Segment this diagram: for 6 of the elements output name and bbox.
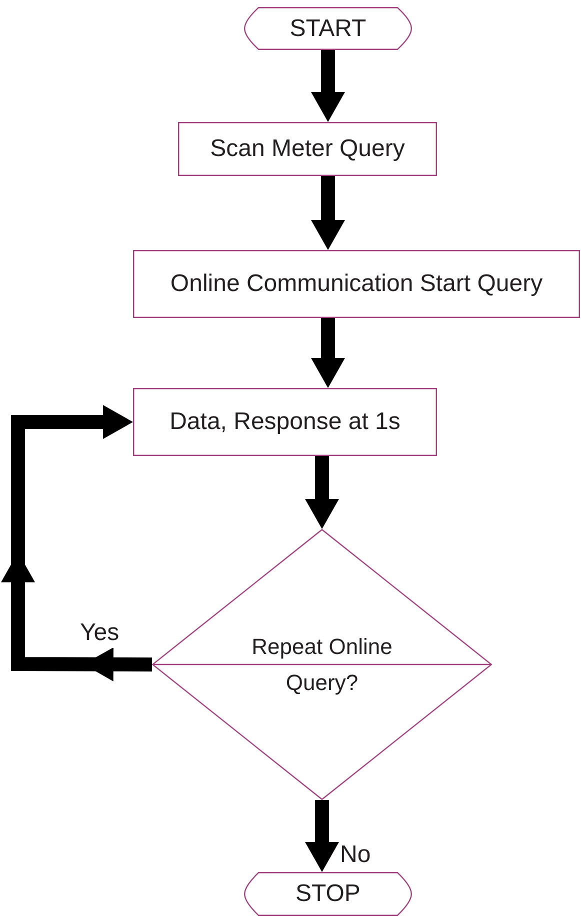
node-label: STOP (296, 879, 360, 909)
node-label: Scan Meter Query (210, 134, 405, 164)
node-label: START (290, 14, 366, 44)
node-label: Repeat Online Query? (250, 632, 394, 697)
node-label: Data, Response at 1s (170, 407, 400, 437)
node-label: Online Communication Start Query (170, 269, 543, 299)
